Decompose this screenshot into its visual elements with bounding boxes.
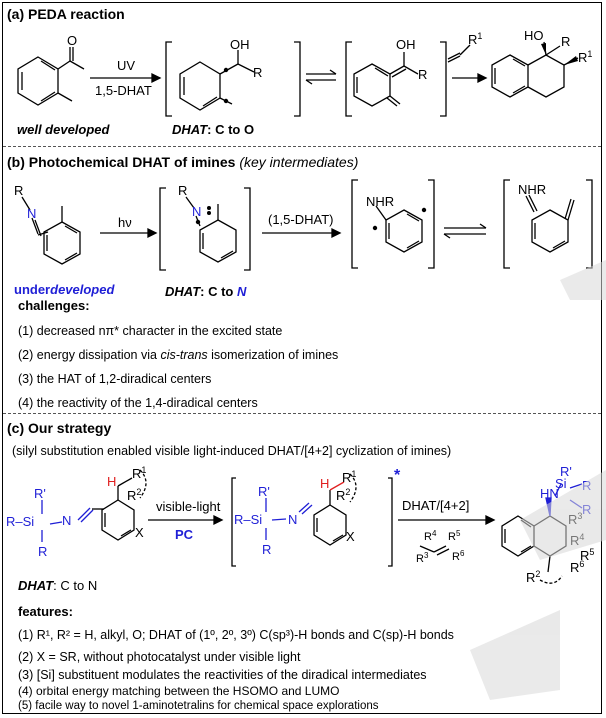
alkene-r: R1 <box>468 31 482 47</box>
excited-r: R <box>178 183 187 198</box>
silyl-r-bottom: R <box>38 544 47 559</box>
imine-n: N <box>27 206 36 221</box>
silyl-r-si: R–Si <box>6 514 34 529</box>
section-a-title: (a) PEDA reaction <box>7 6 125 22</box>
product-r4: R4 <box>570 532 584 548</box>
challenge-item-2: (2) energy dissipation via cis-trans iso… <box>18 348 339 362</box>
dhat-a-text: : C to O <box>207 122 255 137</box>
product-ho: HO <box>524 28 544 43</box>
section-b-title: (b) Photochemical DHAT of imines (key in… <box>7 154 359 170</box>
arrow-c-below: PC <box>175 527 194 542</box>
dhat-a-label: DHAT <box>172 122 208 137</box>
int-h: H <box>320 476 329 491</box>
silyl-imine-n: N <box>62 513 71 528</box>
int-r-si: R–Si <box>234 512 262 527</box>
excited-n: N <box>192 204 201 219</box>
dhat-c-caption: DHAT: C to N <box>18 578 98 593</box>
int-x: X <box>346 529 355 544</box>
product-r3: R3 <box>568 511 582 527</box>
alkene-r4: R4 <box>424 529 437 543</box>
arrow-c2-above: DHAT/[4+2] <box>402 498 469 513</box>
product-r: R <box>561 34 570 49</box>
int-r2: R2 <box>336 487 350 503</box>
int-n: N <box>288 512 297 527</box>
product-r6: R6 <box>570 559 584 575</box>
challenge-item-4: (4) the reactivity of the 1,4-diradical … <box>18 396 258 410</box>
divider-bc <box>3 413 601 414</box>
well-developed-note: well developed <box>17 122 110 137</box>
feature-item-4: (4) orbital energy matching between the … <box>18 684 340 698</box>
product-r2: R2 <box>526 569 540 585</box>
silyl-r-prime: R' <box>34 486 46 501</box>
arrow-dhat: (1,5-DHAT) <box>268 212 333 227</box>
features-title: features: <box>18 604 73 619</box>
enol-r: R <box>418 67 427 82</box>
excited-star: * <box>394 467 401 484</box>
feature-item-3: (3) [Si] substituent modulates the react… <box>18 668 427 682</box>
arrow-a-below: 1,5-DHAT <box>95 83 152 98</box>
feature-item-2: (2) X = SR, without photocatalyst under … <box>18 650 301 664</box>
challenges-title: challenges: <box>18 298 90 313</box>
substrate-x: X <box>135 525 144 540</box>
product-r-right: R <box>582 478 591 493</box>
challenge-item-1: (1) decreased nπ* character in the excit… <box>18 324 283 338</box>
enol-oh: OH <box>396 37 416 52</box>
section-c-title: (c) Our strategy <box>7 420 112 436</box>
arrow-c-above: visible-light <box>156 499 221 514</box>
product-r1: R1 <box>578 49 592 65</box>
radical-oh: OH <box>230 37 250 52</box>
quinodimethane-nhr: NHR <box>518 182 546 197</box>
alkene-r6: R6 <box>452 549 465 563</box>
feature-item-1: (1) R¹, R² = H, alkyl, O; DHAT of (1º, 2… <box>18 628 454 642</box>
ketone-o: O <box>67 33 77 48</box>
section-c-subtitle: (silyl substitution enabled visible ligh… <box>12 444 452 458</box>
diradical-nhr: NHR <box>366 194 394 209</box>
substrate-h: H <box>107 474 116 489</box>
challenge-item-3: (3) the HAT of 1,2-diradical centers <box>18 372 212 386</box>
imine-r: R <box>14 183 23 198</box>
radical-r: R <box>253 65 262 80</box>
substrate-r1: R1 <box>132 465 146 481</box>
divider-ab <box>3 146 601 147</box>
int-r-bottom: R <box>262 542 271 557</box>
feature-item-5: (5) facile way to novel 1-aminotetralins… <box>18 700 379 712</box>
dhat-b-caption: DHAT: C to N <box>165 284 247 299</box>
product-r-right-2: R <box>582 502 591 517</box>
dhat-a-caption: DHAT: C to O <box>172 122 254 137</box>
product-r-prime: R' <box>560 464 572 479</box>
int-r1: R1 <box>342 469 356 485</box>
alkene-r3: R3 <box>416 551 429 565</box>
int-r-prime: R' <box>258 484 270 499</box>
alkene-r5: R5 <box>448 529 461 543</box>
underdeveloped-note: underdeveloped <box>14 282 115 297</box>
substrate-r2: R2 <box>127 487 141 503</box>
arrow-hv: hν <box>118 215 132 230</box>
arrow-a-above: UV <box>117 58 135 73</box>
